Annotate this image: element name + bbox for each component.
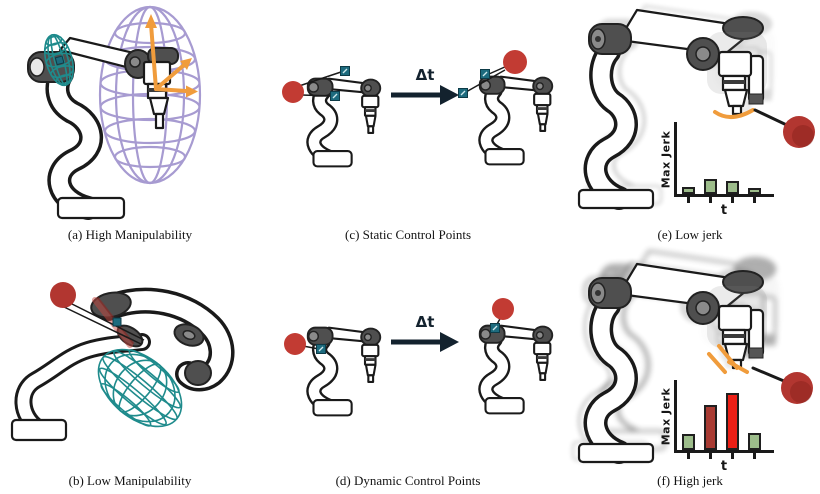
y-axis-label-wrap: Max Jerk <box>658 380 674 453</box>
control-points-right <box>458 50 527 98</box>
x-tick <box>704 197 717 203</box>
jerk-chart-low: Max Jerk t <box>658 122 774 218</box>
x-axis-ticks <box>677 197 774 203</box>
target-ball <box>781 372 813 404</box>
robot-arm-before <box>308 328 380 416</box>
panel-low-manipulability <box>8 278 248 470</box>
jerk-bar <box>704 405 717 450</box>
x-tick <box>748 197 761 203</box>
x-axis-label: t <box>720 203 728 218</box>
jerk-bar <box>748 188 761 194</box>
high-jerk-drawing <box>557 250 813 470</box>
jerk-bar <box>726 392 739 450</box>
jerk-bar <box>682 433 695 450</box>
ball-shading <box>790 381 812 403</box>
control-point <box>112 317 122 327</box>
caption-d: (d) Dynamic Control Points <box>335 473 481 488</box>
jerk-slashes <box>707 344 749 374</box>
panel-high-manipulability <box>10 2 245 224</box>
robot-arm <box>10 287 235 442</box>
panel-high-jerk <box>557 250 815 470</box>
target-rod <box>61 301 145 345</box>
bar-plot <box>674 122 774 197</box>
control-points-left <box>282 66 350 103</box>
caption-c: (c) Static Control Points <box>344 227 472 242</box>
caption-e: (e) Low jerk <box>657 227 723 242</box>
x-tick <box>726 453 739 459</box>
delta-t-label: Δt <box>415 66 435 84</box>
jerk-bar <box>682 186 695 194</box>
control-point-right <box>490 298 514 333</box>
x-axis-ticks <box>677 453 774 459</box>
y-axis-label: Max Jerk <box>659 387 673 446</box>
target-ball <box>282 81 304 103</box>
caption-f: (f) High jerk <box>657 473 723 488</box>
manipulability-disc <box>43 33 75 87</box>
jerk-bar <box>748 432 761 450</box>
manipulability-ellipsoid-small <box>97 348 183 428</box>
robot-arm-after <box>480 326 552 414</box>
low-manipulability-drawing <box>10 282 235 442</box>
static-control-points-drawing <box>282 50 547 225</box>
y-axis-label: Max Jerk <box>659 130 673 189</box>
caption-b: (b) Low Manipulability <box>68 473 192 488</box>
x-tick <box>682 197 695 203</box>
bar-plot <box>674 380 774 453</box>
y-axis-label-wrap: Max Jerk <box>658 122 674 197</box>
robot-arm-before <box>308 79 380 167</box>
velocity-arrows <box>145 14 198 98</box>
x-tick <box>748 453 761 459</box>
delta-t-arrow <box>391 332 459 352</box>
target-ball <box>50 282 76 308</box>
high-manipulability-drawing <box>27 5 202 220</box>
x-tick <box>704 453 717 459</box>
ball-shading <box>792 125 814 147</box>
panel-static-control-points: Δt <box>273 0 547 225</box>
delta-t-arrow <box>391 85 459 105</box>
low-jerk-drawing <box>557 2 815 220</box>
jerk-chart-high: Max Jerk t <box>658 380 774 474</box>
x-tick <box>726 197 739 203</box>
control-point <box>54 55 65 66</box>
panel-low-jerk <box>557 2 815 220</box>
swing-arc <box>713 108 755 119</box>
x-tick <box>682 453 695 459</box>
target-ball <box>503 50 527 74</box>
control-point-left <box>284 333 326 355</box>
caption-a: (a) High Manipulability <box>67 227 193 242</box>
delta-t-label: Δt <box>415 313 435 331</box>
x-axis-label: t <box>720 459 728 474</box>
dynamic-control-points-drawing <box>284 298 547 472</box>
jerk-bar <box>704 178 717 194</box>
panel-dynamic-control-points: Δt <box>273 247 547 472</box>
target-ball <box>783 116 815 148</box>
target-ball <box>284 333 306 355</box>
jerk-bar <box>726 181 739 194</box>
target-ball <box>492 298 514 320</box>
robot-arm-after <box>480 77 552 165</box>
